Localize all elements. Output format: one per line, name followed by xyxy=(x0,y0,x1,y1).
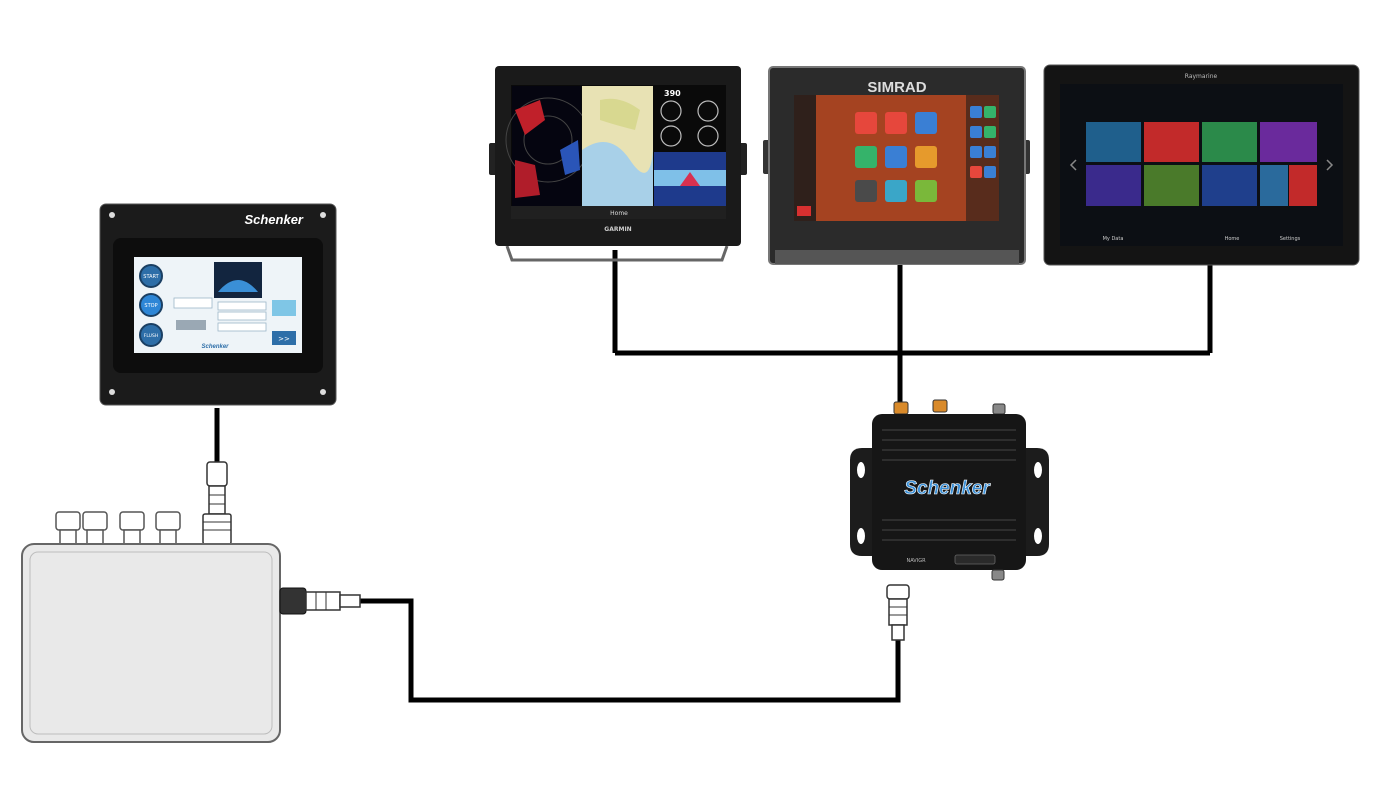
svg-text:STOP: STOP xyxy=(144,303,157,309)
cable-junction-to-gateway xyxy=(360,598,901,703)
panel-next-button[interactable] xyxy=(272,331,296,345)
cables xyxy=(214,250,1213,703)
garmin-home-softkey[interactable]: Home xyxy=(610,210,628,217)
panel-footer-logo: Schenker xyxy=(201,344,229,350)
raymarine-app-tiles[interactable] xyxy=(1086,122,1317,206)
garmin-display: 390 Home GARMIN xyxy=(489,66,747,262)
gateway-module: Schenker NAVIGR xyxy=(850,399,1049,641)
raymarine-nav-settings[interactable]: Settings xyxy=(1280,236,1301,242)
simrad-brand-logo: SIMRAD xyxy=(867,79,926,96)
panel-flush-button[interactable]: FLUSH xyxy=(139,323,163,347)
gateway-port-label: NAVIGR xyxy=(906,558,926,564)
raymarine-nav-mydata[interactable]: My Data xyxy=(1103,236,1124,242)
svg-text:START: START xyxy=(143,274,159,280)
panel-start-button[interactable]: START xyxy=(139,264,163,288)
svg-text:>>: >> xyxy=(278,335,290,343)
raymarine-nav-home[interactable]: Home xyxy=(1225,236,1240,242)
garmin-depth-readout: 390 xyxy=(664,89,681,98)
svg-text:FLUSH: FLUSH xyxy=(144,333,158,339)
control-panel: Schenker START STOP FLUSH >> Schenker xyxy=(99,203,337,406)
simrad-app-icons[interactable] xyxy=(855,106,996,202)
simrad-display: SIMRAD xyxy=(763,66,1030,265)
garmin-brand-logo: GARMIN xyxy=(604,226,631,233)
panel-cable-connector xyxy=(202,461,232,545)
panel-stop-button[interactable]: STOP xyxy=(139,293,163,317)
raymarine-display: Raymarine My Data Home Settings xyxy=(1043,64,1360,266)
gateway-brand-logo: Schenker xyxy=(904,478,991,499)
junction-box xyxy=(21,511,361,743)
panel-brand-logo: Schenker xyxy=(244,212,303,227)
raymarine-brand-logo: Raymarine xyxy=(1185,73,1218,80)
